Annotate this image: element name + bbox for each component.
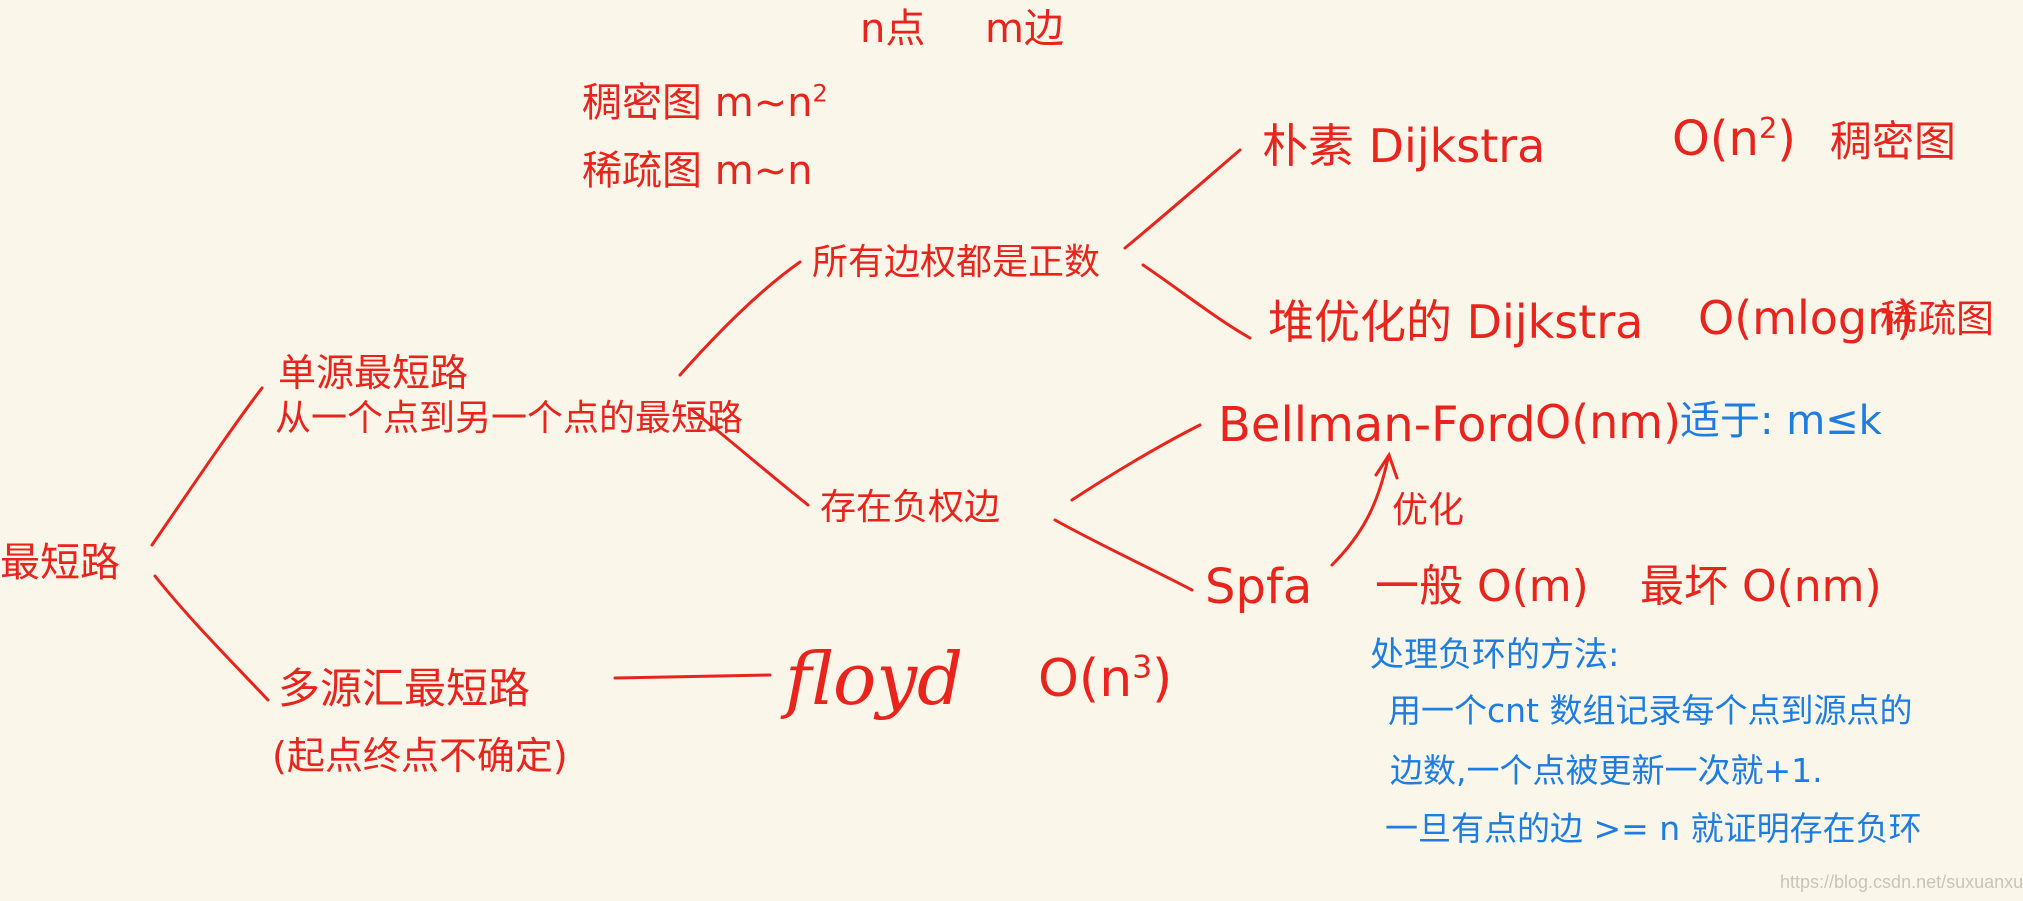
edge-single-negative bbox=[690, 408, 810, 507]
edge-multi-floyd bbox=[613, 673, 772, 680]
spfa-worst-complexity: 最坏 O(nm) bbox=[1640, 561, 1882, 612]
edge-optimize-arrow bbox=[1330, 456, 1390, 567]
naive-dijkstra-name: 朴素 Dijkstra bbox=[1262, 119, 1546, 173]
negative-cycle-title: 处理负环的方法: bbox=[1370, 635, 1620, 675]
multi-source-subtitle: (起点终点不确定) bbox=[272, 734, 568, 778]
floyd-complexity: O(n3) bbox=[1038, 649, 1173, 709]
single-source-subtitle: 从一个点到另一个点的最短路 bbox=[275, 398, 744, 439]
edge-negative-bellman bbox=[1070, 423, 1202, 502]
single-source-title: 单源最短路 bbox=[278, 351, 469, 395]
negative-weights-node: 存在负权边 bbox=[820, 487, 1001, 528]
negative-cycle-line2: 边数,一个点被更新一次就+1. bbox=[1390, 751, 1823, 790]
edge-root-single bbox=[150, 386, 264, 547]
dense-graph-definition: 稠密图 m~n2 bbox=[582, 79, 828, 126]
header-m-label: m边 bbox=[985, 6, 1064, 52]
header-n-label: n点 bbox=[860, 6, 926, 52]
bellman-ford-name: Bellman-Ford bbox=[1218, 397, 1536, 453]
heap-dijkstra-note: 稀疏图 bbox=[1880, 297, 1995, 341]
optimize-label: 优化 bbox=[1392, 490, 1465, 531]
edge-positive-naive bbox=[1123, 148, 1242, 250]
heap-dijkstra-complexity: O(mlogn) bbox=[1698, 291, 1915, 345]
multi-source-title: 多源汇最短路 bbox=[278, 664, 531, 713]
positive-weights-node: 所有边权都是正数 bbox=[812, 242, 1101, 283]
spfa-name: Spfa bbox=[1205, 559, 1313, 615]
floyd-name: floyd bbox=[785, 637, 964, 721]
bellman-ford-note: 适于: m≤k bbox=[1680, 398, 1882, 444]
edge-positive-heap bbox=[1141, 263, 1252, 340]
bellman-ford-complexity: O(nm) bbox=[1535, 395, 1682, 449]
negative-cycle-line1: 用一个cnt 数组记录每个点到源点的 bbox=[1388, 691, 1913, 730]
naive-dijkstra-complexity: O(n2) bbox=[1672, 111, 1796, 167]
heap-dijkstra-name: 堆优化的 Dijkstra bbox=[1268, 295, 1644, 349]
edge-single-positive bbox=[678, 260, 802, 377]
arrow-head-icon bbox=[1374, 451, 1399, 480]
edge-negative-spfa bbox=[1053, 518, 1194, 592]
edge-root-multi bbox=[153, 574, 270, 702]
negative-cycle-line3: 一旦有点的边 >= n 就证明存在负环 bbox=[1385, 809, 1922, 848]
spfa-general-complexity: 一般 O(m) bbox=[1375, 561, 1589, 612]
watermark: https://blog.csdn.net/suxuanxuan bbox=[1780, 872, 2023, 892]
root-node: 最短路 bbox=[0, 540, 120, 586]
naive-dijkstra-note: 稠密图 bbox=[1830, 117, 1957, 166]
sparse-graph-definition: 稀疏图 m~n bbox=[582, 148, 813, 194]
